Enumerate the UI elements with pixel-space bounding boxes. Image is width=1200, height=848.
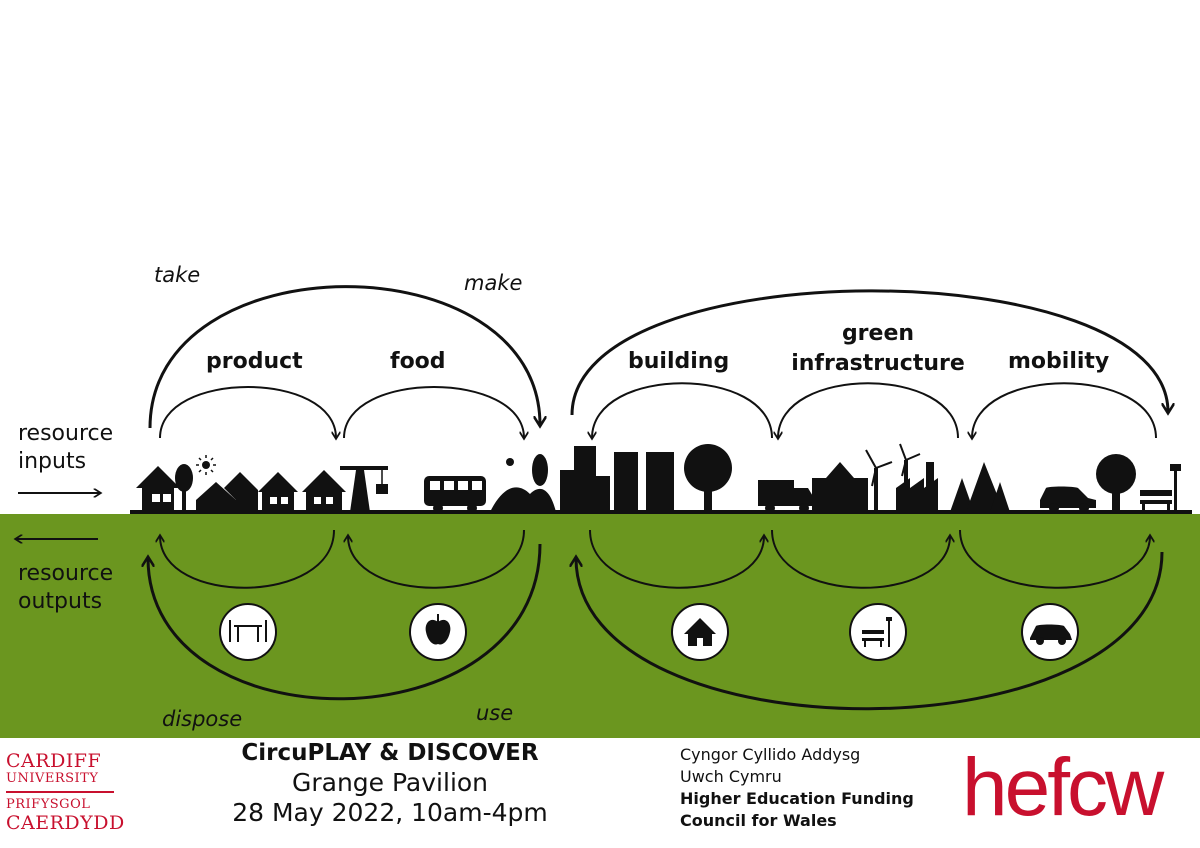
- hefcw-logo: hefcw: [962, 742, 1164, 833]
- apple-circle: [409, 603, 467, 661]
- bus-icon: [424, 476, 486, 513]
- cardiff-logo-line1: CARDIFF: [6, 750, 102, 772]
- sector-food-label: food: [390, 349, 446, 374]
- food-arc: [343, 386, 524, 438]
- building-return-arc: [589, 529, 764, 589]
- furniture-circle: [219, 603, 277, 661]
- sector-product-label: product: [206, 349, 303, 374]
- home-circle: [671, 603, 729, 661]
- truck-icon: [758, 480, 814, 513]
- house-icon: [302, 470, 346, 512]
- event-info: CircuPLAY & DISCOVER Grange Pavilion 28 …: [180, 738, 600, 828]
- bench-circle: [849, 603, 907, 661]
- product-arc: [159, 386, 336, 438]
- council-english-line2: Council for Wales: [680, 811, 837, 830]
- council-name: Cyngor Cyllido Addysg Uwch Cymru Higher …: [680, 744, 980, 832]
- dispose-label: dispose: [162, 707, 242, 731]
- mobility-arc: [972, 382, 1157, 438]
- council-welsh-line1: Cyngor Cyllido Addysg: [680, 745, 861, 764]
- cardiff-logo-line3: PRIFYSGOL: [6, 797, 91, 812]
- inputs-label-line2: inputs: [18, 449, 86, 474]
- house-icon: [196, 472, 258, 512]
- sector-building-label: building: [628, 349, 729, 374]
- event-venue: Grange Pavilion: [291, 768, 489, 797]
- food-return-arc: [348, 529, 525, 589]
- dispose-use-arc: [148, 543, 542, 701]
- outputs-label-line1: resource: [18, 561, 113, 586]
- house-icon: [258, 472, 298, 512]
- take-label: take: [154, 263, 200, 287]
- apple-icon: [425, 614, 451, 645]
- factory-icon: [896, 462, 938, 512]
- park-bench-icon: [1140, 490, 1172, 512]
- cardiff-university-logo: CARDIFF UNIVERSITY PRIFYSGOL CAERDYDD: [6, 742, 125, 842]
- crane-icon: [340, 466, 388, 512]
- mobility-return-arc: [959, 529, 1150, 589]
- hills-icon: [490, 454, 556, 512]
- council-english-line1: Higher Education Funding: [680, 789, 914, 808]
- inputs-label-line1: resource: [18, 421, 113, 446]
- green-return-arc: [771, 529, 950, 589]
- street-lamp-icon: [1170, 464, 1181, 512]
- make-label: make: [464, 271, 522, 295]
- car-icon: [1030, 624, 1072, 645]
- green-infrastructure-arc: [778, 382, 959, 438]
- cardiff-logo-line4: CAERDYDD: [6, 812, 125, 834]
- car-circle: [1021, 603, 1079, 661]
- outputs-label-line2: outputs: [18, 589, 102, 614]
- event-title: CircuPLAY & DISCOVER: [241, 740, 539, 766]
- council-welsh-line2: Uwch Cymru: [680, 767, 782, 786]
- pine-trees-icon: [950, 462, 1010, 512]
- use-label: use: [476, 701, 513, 725]
- tree-icon: [175, 464, 193, 512]
- sector-infrastructure-label: infrastructure: [791, 351, 965, 376]
- event-datetime: 28 May 2022, 10am-4pm: [232, 798, 548, 827]
- sector-mobility-label: mobility: [1008, 349, 1109, 374]
- school-icon: [812, 462, 868, 512]
- building-arc: [592, 382, 773, 438]
- home-icon: [684, 618, 716, 646]
- bench-icon: [862, 617, 892, 647]
- take-make-arc: [148, 285, 540, 428]
- sun-icon: [196, 455, 216, 475]
- tree-icon: [1096, 454, 1136, 512]
- footer: CARDIFF UNIVERSITY PRIFYSGOL CAERDYDD Ci…: [0, 738, 1200, 848]
- building-mobility-arc: [570, 289, 1168, 415]
- building-mobility-return-arc: [576, 551, 1164, 711]
- sector-green-label: green: [842, 321, 914, 346]
- cardiff-logo-line2: UNIVERSITY: [6, 771, 114, 793]
- car-icon: [1040, 486, 1096, 513]
- product-return-arc: [160, 529, 335, 589]
- office-buildings-icon: [560, 446, 674, 512]
- ground-band: [0, 514, 1200, 738]
- skyline: [130, 443, 1192, 514]
- tree-icon: [684, 444, 732, 512]
- furniture-icon: [229, 620, 267, 642]
- house-icon: [136, 466, 180, 512]
